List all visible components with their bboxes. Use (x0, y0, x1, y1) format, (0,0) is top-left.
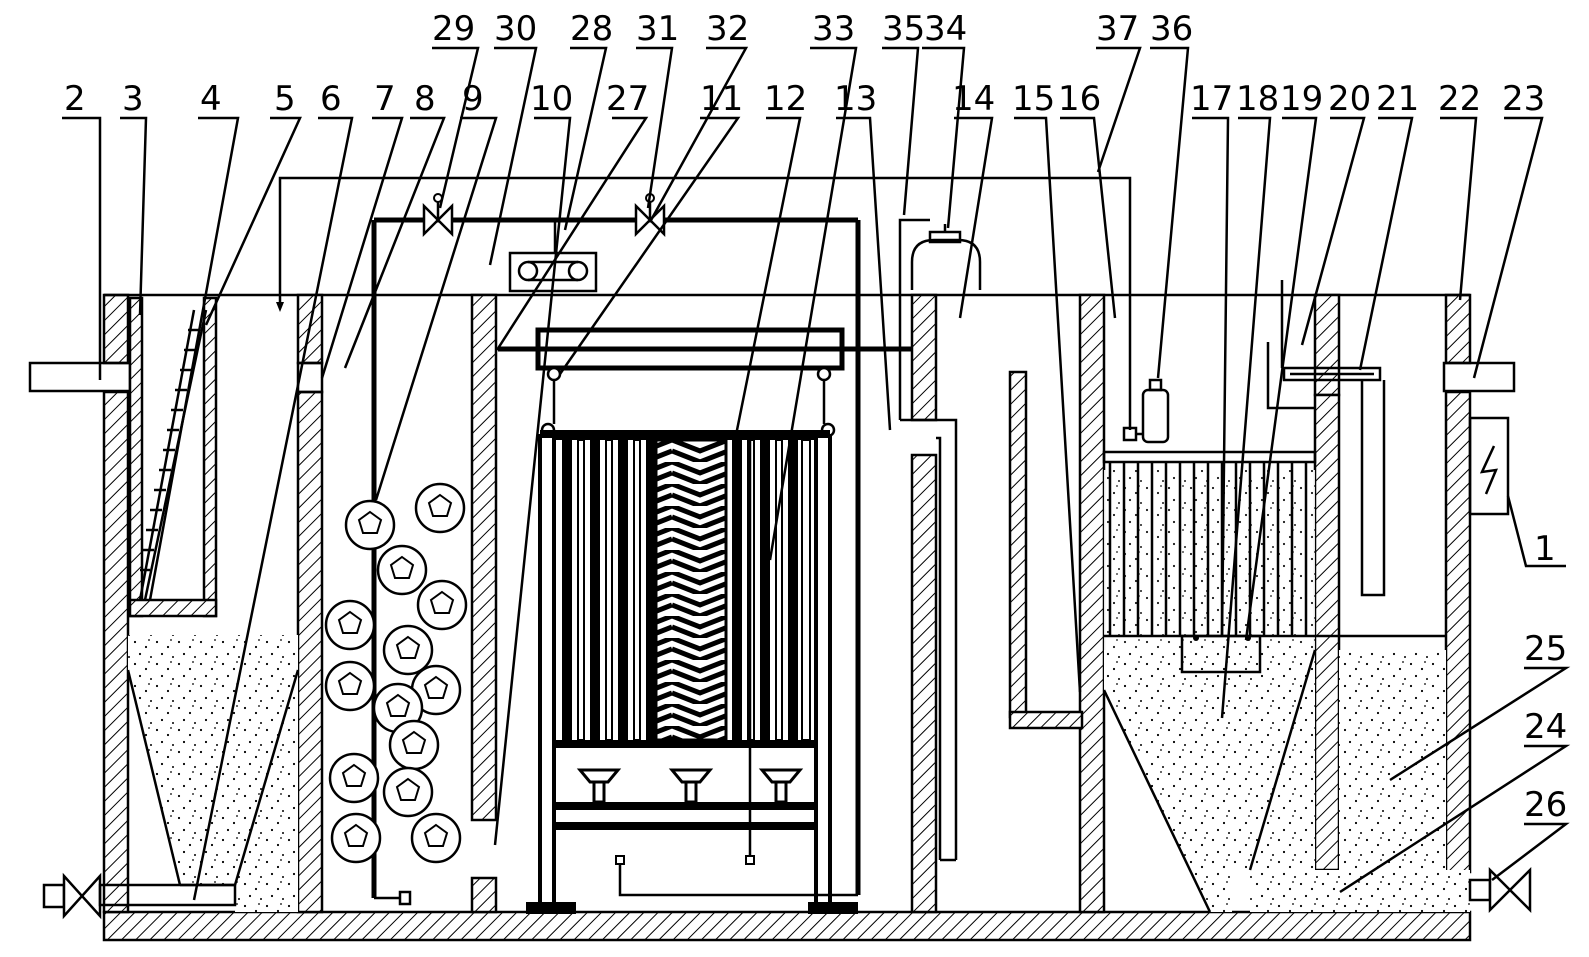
carrier-ball (324, 599, 376, 651)
carrier-ball (330, 812, 382, 864)
label-3: 3 (122, 79, 144, 119)
label-29: 29 (432, 9, 475, 49)
permeate-pump-tank (898, 218, 982, 420)
label-7: 7 (374, 79, 396, 119)
label-23: 23 (1502, 79, 1545, 119)
label-34: 34 (924, 9, 967, 49)
air-blower (508, 220, 598, 293)
return-pipe (276, 176, 1132, 430)
outlet-pipe (1442, 361, 1516, 393)
label-15: 15 (1012, 79, 1055, 119)
carrier-ball (324, 660, 376, 712)
label-9: 9 (462, 79, 484, 119)
valve-32 (634, 193, 666, 238)
label-26: 26 (1524, 785, 1567, 825)
callout-labels: 1 2 3 4 5 6 7 8 9 10 11 12 13 14 15 16 1… (64, 9, 1567, 825)
valve-29 (422, 193, 454, 238)
overflow-pipe (900, 418, 958, 862)
carrier-ball (414, 482, 466, 534)
label-10: 10 (530, 79, 573, 119)
label-17: 17 (1190, 79, 1233, 119)
label-22: 22 (1438, 79, 1481, 119)
label-21: 21 (1376, 79, 1419, 119)
carrier-ball (416, 579, 468, 631)
carrier-ball (410, 812, 462, 864)
dosing-tank (1122, 378, 1170, 444)
label-37: 37 (1096, 9, 1139, 49)
label-31: 31 (636, 9, 679, 49)
left-sludge-valve (42, 872, 237, 920)
aeration-diffuser (576, 768, 622, 804)
label-2: 2 (64, 79, 86, 119)
carrier-ball (344, 499, 396, 551)
label-5: 5 (274, 79, 296, 119)
label-4: 4 (200, 79, 222, 119)
label-18: 18 (1236, 79, 1279, 119)
bar-screen-basket (128, 296, 218, 618)
control-box (1468, 416, 1510, 516)
label-13: 13 (834, 79, 877, 119)
label-30: 30 (494, 9, 537, 49)
inlet-pipe (28, 361, 132, 393)
label-35: 35 (882, 9, 925, 49)
settling-baffle (1008, 370, 1084, 730)
label-27: 27 (606, 79, 649, 119)
label-1: 1 (1534, 529, 1556, 569)
carrier-ball (376, 544, 428, 596)
outlet-weir (1266, 280, 1386, 597)
suspended-carriers (324, 482, 468, 864)
filter-unit (1102, 450, 1446, 674)
label-12: 12 (764, 79, 807, 119)
aeration-diffuser (668, 768, 714, 804)
leader-lines (62, 46, 1571, 901)
right-sludge-valve (1468, 866, 1532, 914)
carrier-ball (382, 766, 434, 818)
carrier-ball (388, 719, 440, 771)
membrane-module (498, 327, 912, 914)
label-24: 24 (1524, 707, 1567, 747)
label-8: 8 (414, 79, 436, 119)
label-16: 16 (1058, 79, 1101, 119)
label-36: 36 (1150, 9, 1193, 49)
label-28: 28 (570, 9, 613, 49)
membrane-elements (562, 438, 811, 742)
settling-hopper-right (1102, 649, 1317, 913)
label-14: 14 (952, 79, 995, 119)
label-11: 11 (700, 79, 743, 119)
label-19: 19 (1280, 79, 1323, 119)
label-25: 25 (1524, 629, 1567, 669)
carrier-ball (328, 752, 380, 804)
carrier-ball (382, 624, 434, 676)
label-6: 6 (320, 79, 342, 119)
aeration-diffuser (758, 768, 804, 804)
label-33: 33 (812, 9, 855, 49)
label-20: 20 (1328, 79, 1371, 119)
label-32: 32 (706, 9, 749, 49)
